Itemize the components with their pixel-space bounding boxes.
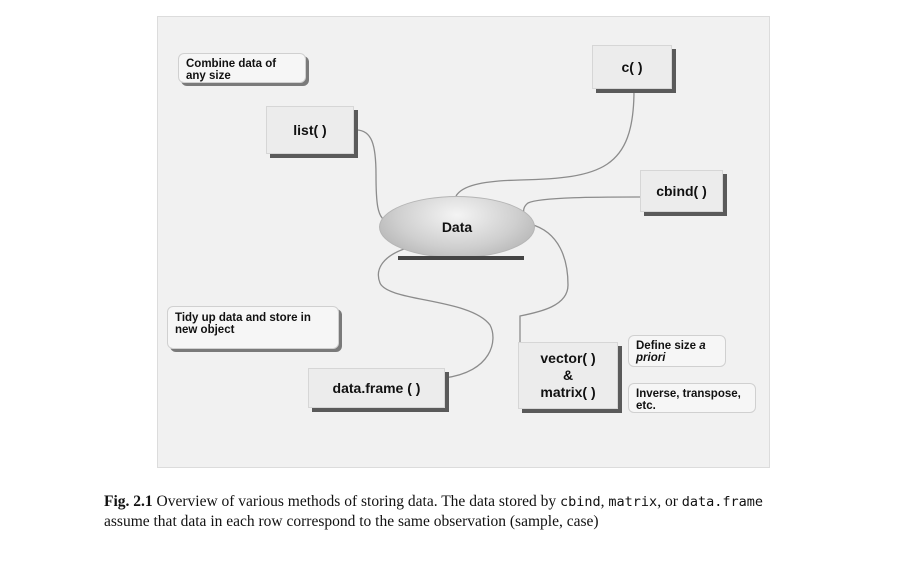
list-node-label: list( )	[293, 122, 327, 138]
caption-text-3: , or	[657, 493, 682, 510]
matrix-node-label: matrix( )	[540, 384, 596, 400]
connector-dataframe	[377, 247, 494, 379]
caption-code-dataframe: data.frame	[681, 494, 764, 510]
caption-text-1: Overview of various methods of storing d…	[152, 493, 561, 510]
connector-c	[455, 89, 635, 197]
caption-text-4: assume that data in each row correspond …	[104, 513, 599, 530]
vector-node-label: vector( )	[540, 350, 596, 366]
c-node-label: c( )	[621, 59, 643, 75]
note-define-text: Define size	[636, 340, 700, 352]
c-node: c( )	[592, 45, 672, 89]
data-center-node: Data	[379, 196, 535, 258]
ampersand-label: &	[562, 367, 574, 383]
note-combine-text: Combine data of any size	[186, 58, 277, 82]
cbind-node: cbind( )	[640, 170, 723, 212]
connector-cbind	[522, 196, 642, 214]
note-define-size: Define size a priori	[628, 335, 726, 367]
note-tidy-text: Tidy up data and store in new object	[175, 312, 311, 336]
note-tidy: Tidy up data and store in new object	[167, 306, 339, 349]
dataframe-node-label: data.frame ( )	[332, 380, 421, 396]
connector-vector	[519, 223, 569, 344]
connector-list	[355, 129, 385, 221]
data-center-label: Data	[441, 219, 473, 235]
data-center-shadow	[398, 256, 524, 260]
note-define-italic: a priori	[636, 340, 706, 364]
caption-code-matrix: matrix	[608, 494, 658, 510]
cbind-node-label: cbind( )	[656, 183, 707, 199]
list-node: list( )	[266, 106, 354, 154]
caption-text-2: ,	[600, 493, 609, 510]
figure-label: Fig. 2.1	[104, 493, 153, 510]
figure-caption: Fig. 2.1 Overview of various methods of …	[104, 492, 804, 532]
caption-code-cbind: cbind	[560, 494, 601, 510]
vector-matrix-node: vector( ) & matrix( )	[518, 342, 618, 409]
note-inverse-text: Inverse, transpose, etc.	[636, 388, 741, 412]
note-combine: Combine data of any size	[178, 53, 306, 83]
dataframe-node: data.frame ( )	[308, 368, 445, 408]
note-inverse: Inverse, transpose, etc.	[628, 383, 756, 413]
